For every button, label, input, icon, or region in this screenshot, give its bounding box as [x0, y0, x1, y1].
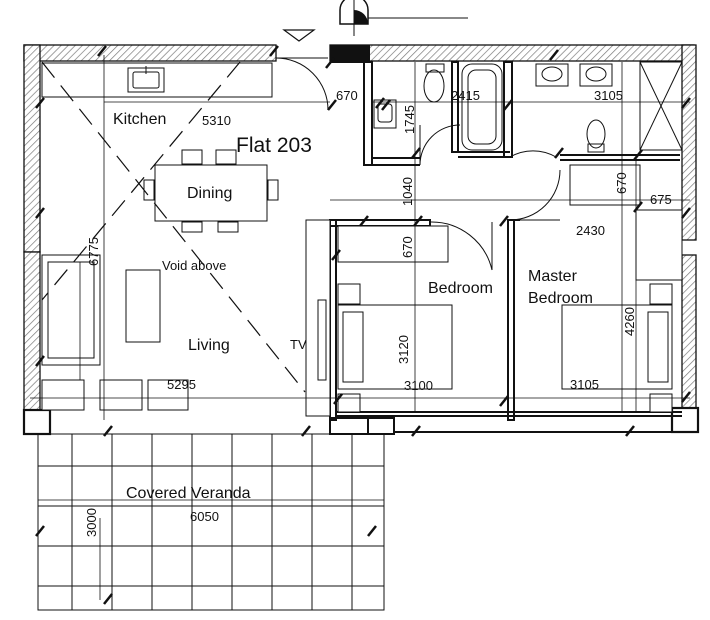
- living-furniture: [41, 219, 331, 417]
- dim-master-depth: 2430: [576, 223, 605, 238]
- veranda-grid: [37, 433, 385, 611]
- dim-master-wardrobe: 670: [614, 172, 629, 194]
- exterior-walls: [22, 44, 700, 436]
- label-tv: TV: [290, 337, 307, 352]
- room-label-master-line2: Bedroom: [528, 290, 593, 307]
- room-label-living: Living: [188, 337, 230, 354]
- dim-bedroom-width: 3100: [404, 378, 433, 393]
- void-diagonals: [41, 61, 306, 393]
- dim-bath-width: 2415: [451, 88, 480, 103]
- entry-marker: [282, 0, 468, 42]
- kitchen-counter: [41, 62, 273, 98]
- dim-hall-gap: 1040: [400, 177, 415, 206]
- dim-master-width: 3105: [570, 377, 599, 392]
- dimension-ticks: [35, 45, 691, 605]
- room-label-master-line1: Master: [528, 268, 578, 285]
- room-label-dining: Dining: [187, 185, 232, 202]
- dining-table-set: [143, 149, 279, 233]
- flat-title: Flat 203: [236, 134, 312, 157]
- bathroom-fixtures: [373, 61, 683, 153]
- dimension-lines: [30, 55, 690, 600]
- dim-master-door: 675: [650, 192, 672, 207]
- room-label-bedroom: Bedroom: [428, 280, 493, 297]
- dim-bedroom-depth: 3120: [396, 335, 411, 364]
- dim-ensuite-width: 3105: [594, 88, 623, 103]
- dim-entry-width: 670: [336, 88, 358, 103]
- dim-living-width: 5295: [167, 377, 196, 392]
- room-label-veranda: Covered Veranda: [126, 485, 251, 502]
- dim-veranda-width: 6050: [190, 509, 219, 524]
- dim-veranda-depth: 3000: [84, 508, 99, 537]
- dim-master-height: 4260: [622, 307, 637, 336]
- dim-kitchen-width: 5310: [202, 113, 231, 128]
- room-label-void: Void above: [162, 258, 226, 273]
- dim-living-depth: 6775: [86, 237, 101, 266]
- dim-hall-length: 1745: [402, 105, 417, 134]
- doors: [275, 57, 561, 271]
- room-label-kitchen: Kitchen: [113, 111, 166, 128]
- bedroom-furniture: [337, 164, 683, 413]
- dim-bedroom-entry: 670: [400, 236, 415, 258]
